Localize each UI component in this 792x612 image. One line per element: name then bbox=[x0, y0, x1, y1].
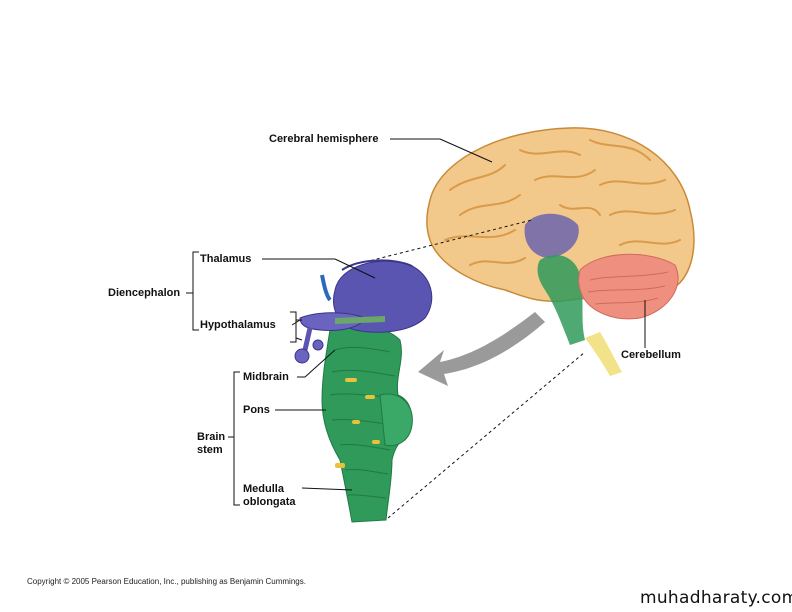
label-oblongata: oblongata bbox=[243, 496, 296, 508]
whole-brain bbox=[426, 127, 695, 376]
leader-lines bbox=[186, 138, 646, 506]
dashed-line-top bbox=[364, 219, 533, 263]
brainstem-in-situ bbox=[537, 255, 585, 345]
hypothalamus-band bbox=[335, 316, 385, 324]
pituitary-gland bbox=[294, 348, 310, 364]
cerebellum bbox=[578, 253, 679, 320]
thalamus-highlight bbox=[341, 259, 413, 271]
pituitary-stalk bbox=[302, 327, 313, 351]
pons-bulge bbox=[379, 393, 413, 447]
brainstem-body bbox=[321, 324, 413, 523]
label-diencephalon: Diencephalon bbox=[108, 287, 181, 299]
label-brain: Brain bbox=[197, 431, 226, 443]
label-medulla: Medulla bbox=[243, 483, 284, 495]
label-cerebellum: Cerebellum bbox=[621, 349, 681, 361]
dashed-line-bottom bbox=[387, 351, 586, 519]
label-hypothalamus: Hypothalamus bbox=[200, 319, 276, 331]
nerve-roots bbox=[335, 378, 380, 468]
direction-arrow bbox=[418, 312, 545, 386]
fornix bbox=[320, 274, 332, 302]
isolated-brainstem bbox=[294, 259, 433, 523]
watermark: muhadharaty.com bbox=[640, 588, 792, 608]
cerebellum-folia bbox=[587, 271, 669, 305]
label-thalamus: Thalamus bbox=[200, 253, 252, 265]
mammillary-body bbox=[312, 339, 324, 351]
label-stem: stem bbox=[197, 444, 223, 456]
label-cerebral-hemisphere: Cerebral hemisphere bbox=[269, 133, 379, 145]
spinal-cord bbox=[585, 332, 622, 376]
gyri bbox=[444, 139, 681, 266]
brainstem-ridges bbox=[329, 346, 399, 499]
label-pons: Pons bbox=[243, 404, 270, 416]
label-midbrain: Midbrain bbox=[243, 371, 289, 383]
copyright-notice: Copyright © 2005 Pearson Education, Inc.… bbox=[27, 577, 306, 586]
hypothalamus bbox=[299, 312, 366, 331]
diencephalon-in-situ bbox=[524, 213, 579, 258]
